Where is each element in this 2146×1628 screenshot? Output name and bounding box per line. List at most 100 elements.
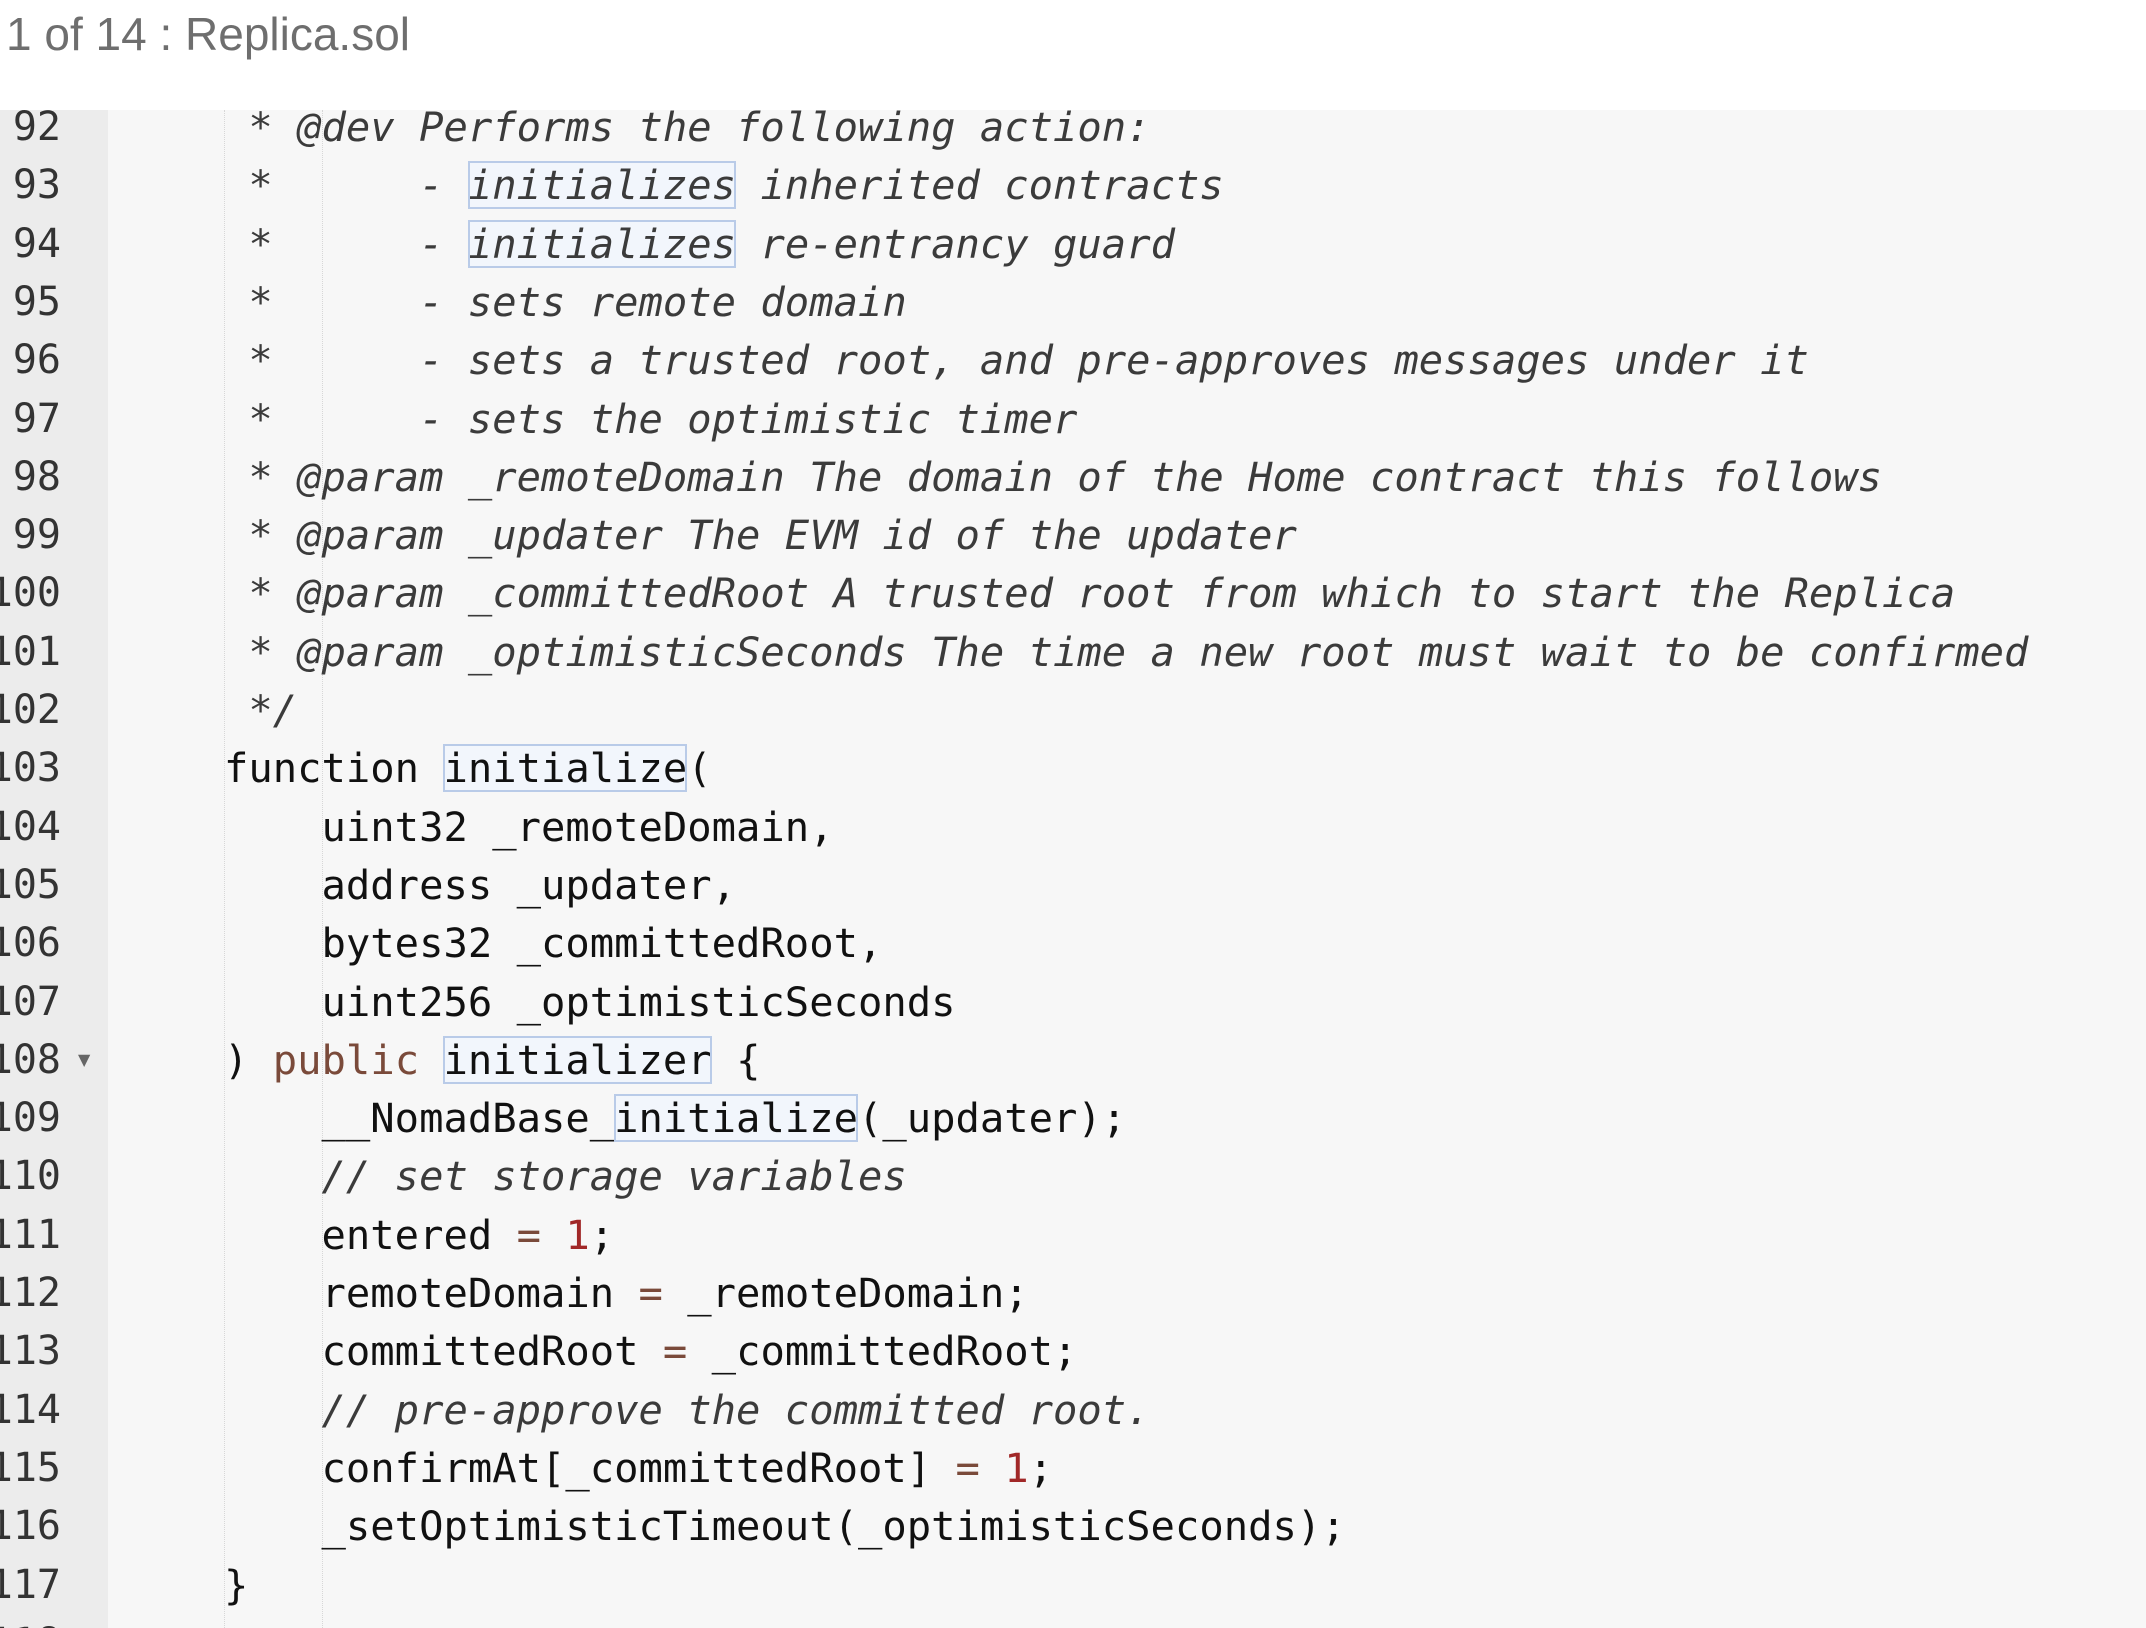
indent-guide	[224, 110, 225, 1628]
code-line[interactable]: 113 committedRoot = _committedRoot;	[0, 1322, 2146, 1380]
line-number: 96	[12, 337, 61, 384]
code-text: * @param _remoteDomain The domain of the…	[224, 448, 1882, 506]
line-number: 111	[0, 1211, 61, 1258]
code-line[interactable]: 99 * @param _updater The EVM id of the u…	[0, 506, 2146, 564]
line-number: 117	[0, 1561, 61, 1608]
code-line[interactable]: 92 * @dev Performs the following action:	[0, 110, 2146, 156]
code-line[interactable]: 111 entered = 1;	[0, 1206, 2146, 1264]
code-token: * - sets remote domain	[224, 277, 907, 326]
code-text: uint32 _remoteDomain,	[224, 798, 834, 856]
code-line[interactable]: 106 bytes32 _committedRoot,	[0, 914, 2146, 972]
code-text: * @param _updater The EVM id of the upda…	[224, 506, 1296, 564]
line-number: 98	[12, 453, 61, 500]
code-text: function initialize(	[224, 739, 712, 797]
code-token	[980, 1444, 1004, 1492]
code-token: // set storage variables	[224, 1152, 907, 1201]
code-token: * @dev Performs the following action:	[224, 110, 1151, 151]
code-text: remoteDomain = _remoteDomain;	[224, 1264, 1029, 1322]
code-text: * @param _optimisticSeconds The time a n…	[224, 623, 2028, 681]
code-text: uint256 _optimisticSeconds	[224, 973, 956, 1031]
code-token: * -	[224, 161, 468, 210]
line-number: 97	[12, 395, 61, 442]
code-text: * - sets a trusted root, and pre-approve…	[224, 331, 1809, 389]
code-token: 1	[565, 1210, 590, 1259]
fold-arrow-icon[interactable]: ▼	[78, 1049, 91, 1069]
code-token: bytes32 _committedRoot,	[224, 919, 883, 968]
code-token: uint32 _remoteDomain,	[224, 802, 834, 851]
code-token: initializes	[467, 161, 737, 210]
code-token: initializes	[467, 219, 737, 268]
code-line[interactable]: 104 uint32 _remoteDomain,	[0, 798, 2146, 856]
line-number: 104	[0, 803, 61, 850]
code-line[interactable]: 94 * - initializes re-entrancy guard	[0, 215, 2146, 273]
code-text: * - sets the optimistic timer	[224, 390, 1077, 448]
code-line[interactable]: 96 * - sets a trusted root, and pre-appr…	[0, 331, 2146, 389]
code-token: * - sets the optimistic timer	[224, 394, 1078, 443]
code-token: entered	[224, 1210, 517, 1259]
code-line[interactable]: 95 * - sets remote domain	[0, 273, 2146, 331]
code-text: ) public initializer {	[224, 1031, 760, 1089]
code-text: __NomadBase_initialize(_updater);	[224, 1089, 1126, 1147]
code-token: initialize	[443, 744, 688, 793]
code-token: =	[638, 1269, 663, 1317]
line-number: 114	[0, 1386, 61, 1433]
code-token: uint256 _optimisticSeconds	[224, 977, 956, 1026]
code-line[interactable]: 102 */	[0, 681, 2146, 739]
code-text: // set storage variables	[224, 1147, 907, 1205]
line-number: 100	[0, 570, 61, 617]
code-token: initialize	[614, 1094, 858, 1143]
line-number: 107	[0, 978, 61, 1025]
line-number: 115	[0, 1444, 61, 1491]
code-line[interactable]: 93 * - initializes inherited contracts	[0, 156, 2146, 214]
code-token: ;	[589, 1210, 615, 1259]
code-text: * - initializes re-entrancy guard	[224, 215, 1175, 273]
code-token: * @param _committedRoot A trusted root f…	[224, 569, 1956, 618]
code-text: * - sets remote domain	[224, 273, 907, 331]
code-token: _committedRoot;	[687, 1327, 1078, 1376]
line-number: 102	[0, 687, 61, 733]
code-line[interactable]: 117}	[0, 1556, 2146, 1614]
code-text: _setOptimisticTimeout(_optimisticSeconds…	[224, 1497, 1346, 1555]
line-number: 95	[12, 278, 61, 325]
code-line[interactable]: 114 // pre-approve the committed root.	[0, 1381, 2146, 1439]
code-token: }	[224, 1560, 249, 1609]
line-number: 105	[0, 861, 61, 908]
code-line[interactable]: 105 address _updater,	[0, 856, 2146, 914]
line-number: 94	[12, 220, 61, 267]
code-text: confirmAt[_committedRoot] = 1;	[224, 1439, 1054, 1497]
code-token: address _updater,	[224, 860, 737, 909]
code-line[interactable]: 107 uint256 _optimisticSeconds	[0, 973, 2146, 1031]
code-token: inherited contracts	[736, 161, 1224, 210]
code-line[interactable]: 112 remoteDomain = _remoteDomain;	[0, 1264, 2146, 1322]
code-line[interactable]: 116 _setOptimisticTimeout(_optimisticSec…	[0, 1497, 2146, 1555]
code-token: initializer	[443, 1035, 712, 1084]
code-token: __NomadBase_	[224, 1094, 615, 1143]
code-text: */	[224, 681, 297, 739]
code-line[interactable]: 100 * @param _committedRoot A trusted ro…	[0, 564, 2146, 622]
code-token: public	[272, 1035, 420, 1084]
code-token	[541, 1211, 565, 1259]
code-line[interactable]: 98 * @param _remoteDomain The domain of …	[0, 448, 2146, 506]
line-number: 108	[0, 1036, 61, 1083]
code-line[interactable]: 101 * @param _optimisticSeconds The time…	[0, 623, 2146, 681]
code-line[interactable]: 108 ▼ ) public initializer {	[0, 1031, 2146, 1089]
code-token: =	[516, 1210, 541, 1259]
code-editor[interactable]: 92 * @dev Performs the following action:…	[0, 110, 2146, 1628]
code-line[interactable]: 109 __NomadBase_initialize(_updater);	[0, 1089, 2146, 1147]
code-token: committedRoot	[224, 1327, 663, 1376]
code-token: =	[955, 1443, 980, 1492]
code-token: * @param _optimisticSeconds The time a n…	[224, 627, 2029, 676]
code-token	[419, 1036, 443, 1084]
code-token: )	[224, 1035, 273, 1084]
code-line[interactable]: 97 * - sets the optimistic timer	[0, 390, 2146, 448]
code-token: _setOptimisticTimeout(_optimisticSeconds…	[224, 1502, 1346, 1551]
code-text: committedRoot = _committedRoot;	[224, 1322, 1078, 1380]
code-token: ;	[1028, 1443, 1054, 1492]
code-token: * @param _remoteDomain The domain of the…	[224, 452, 1883, 501]
line-number: 118	[0, 1614, 61, 1628]
code-line[interactable]: 118	[0, 1614, 2146, 1628]
code-token: // pre-approve the committed root.	[224, 1385, 1151, 1434]
code-line[interactable]: 110 // set storage variables	[0, 1147, 2146, 1205]
code-line[interactable]: 115 confirmAt[_committedRoot] = 1;	[0, 1439, 2146, 1497]
